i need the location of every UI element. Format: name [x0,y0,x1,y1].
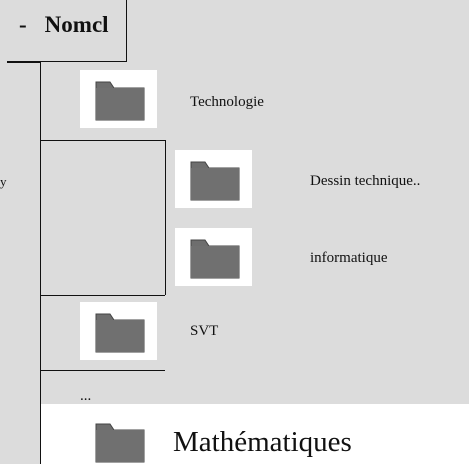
root-node-title: Nomcl [44,12,109,37]
folder-icon [95,81,145,121]
tree-panel-step [0,404,40,464]
connector-main-trunk [40,62,41,464]
connector-technologie-trunk [165,140,166,295]
tree-node-dessin-technique[interactable] [175,150,252,208]
node-label-ellipsis: ... [80,388,92,404]
node-label-dessin-technique: Dessin technique.. [310,173,421,189]
node-label-mathematiques: Mathématiques [173,426,352,458]
root-node-label: -Nomcl [19,12,109,38]
folder-icon [95,313,145,353]
connector-root-horizontal [7,62,40,63]
tree-node-svt[interactable] [80,302,157,360]
connector-technologie-branch [40,140,165,141]
folder-icon [190,239,240,279]
node-label-svt: SVT [190,323,219,339]
connector-svt-branch [40,295,165,296]
folder-icon [190,161,240,201]
folder-icon [95,423,145,463]
clipped-edge-text: y [0,174,7,189]
tree-node-mathematiques[interactable] [80,412,157,470]
tree-node-informatique[interactable] [175,228,252,286]
connector-ellipsis-branch [40,370,165,371]
collapse-toggle[interactable]: - [19,12,27,37]
node-label-technologie: Technologie [190,94,264,110]
node-label-informatique: informatique [310,250,388,266]
tree-node-technologie[interactable] [80,70,157,128]
root-node-box[interactable]: -Nomcl [7,0,127,62]
